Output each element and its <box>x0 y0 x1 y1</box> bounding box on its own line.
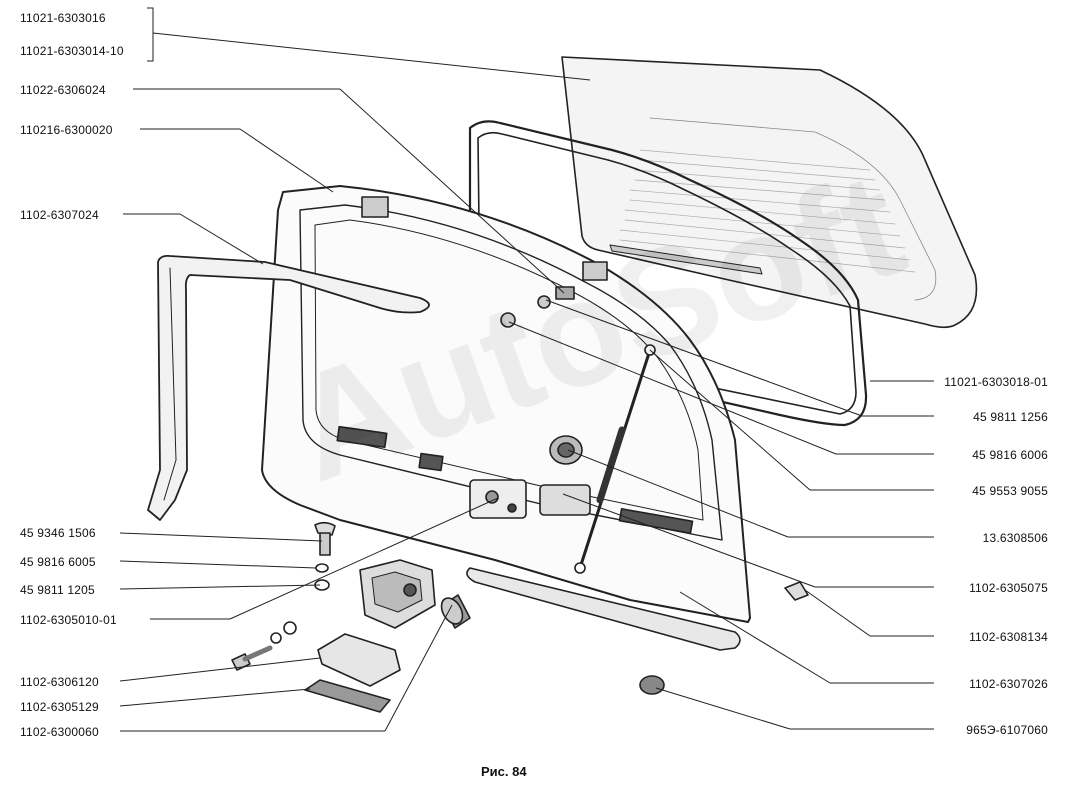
label-1102-6307024: 1102-6307024 <box>20 208 99 222</box>
label-1102-6305010-01: 1102-6305010-01 <box>20 613 117 627</box>
label-45-9811-1205: 45 9811 1205 <box>20 583 95 597</box>
label-1102-6308134: 1102-6308134 <box>969 630 1048 644</box>
label-45-9811-1256: 45 9811 1256 <box>973 410 1048 424</box>
label-13-6308506: 13.6308506 <box>982 531 1048 545</box>
label-1102-6300060: 1102-6300060 <box>20 725 99 739</box>
label-1102-6306120: 1102-6306120 <box>20 675 99 689</box>
label-11021-6303014-10: 11021-6303014-10 <box>20 44 124 58</box>
door-seal <box>147 254 430 521</box>
figure-caption: Рис. 84 <box>481 764 527 779</box>
lock-assembly <box>359 559 436 629</box>
label-1102-6305129: 1102-6305129 <box>20 700 99 714</box>
label-110216-6300020: 110216-6300020 <box>20 123 113 137</box>
label-965e-6107060: 965Э-6107060 <box>966 723 1048 737</box>
label-45-9346-1506: 45 9346 1506 <box>20 526 96 540</box>
rear-glass <box>561 56 978 329</box>
gas-strut <box>574 344 656 574</box>
label-45-9553-9055: 45 9553 9055 <box>972 484 1048 498</box>
label-11022-6306024: 11022-6306024 <box>20 83 106 97</box>
bottom-trim <box>466 567 741 651</box>
label-1102-6305075: 1102-6305075 <box>969 581 1048 595</box>
label-11021-6303016: 11021-6303016 <box>20 11 106 25</box>
leader-lines <box>119 7 934 732</box>
hardware <box>231 521 809 713</box>
lock-cylinder <box>440 594 471 629</box>
label-45-9816-6006: 45 9816 6006 <box>972 448 1048 462</box>
label-11021-6303018-01: 11021-6303018-01 <box>944 375 1048 389</box>
label-1102-6307026: 1102-6307026 <box>969 677 1048 691</box>
label-45-9816-6005: 45 9816 6005 <box>20 555 96 569</box>
